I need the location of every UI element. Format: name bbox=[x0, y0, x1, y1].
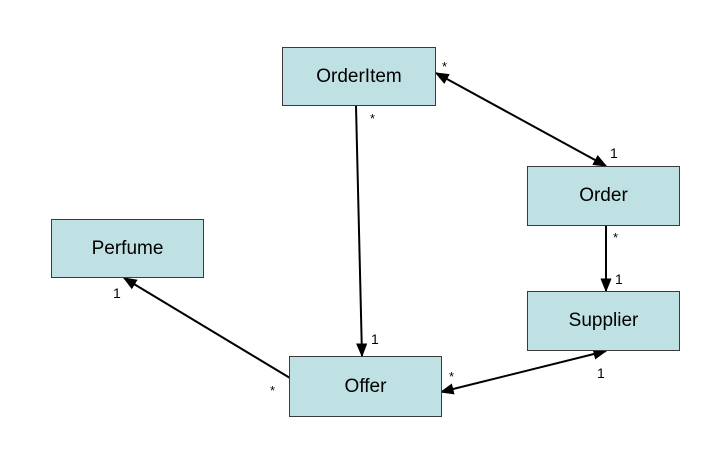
mult-order-supplier-star: * bbox=[613, 230, 619, 245]
line-orderitem-offer bbox=[355, 105, 368, 358]
mult-orderitem-offer-one: 1 bbox=[371, 331, 379, 347]
class-box-orderitem: OrderItem bbox=[282, 47, 436, 106]
mult-offer-supplier-one: 1 bbox=[597, 365, 605, 381]
mult-orderitem-order-star: * bbox=[442, 59, 448, 74]
mult-order-supplier-one: 1 bbox=[615, 271, 623, 287]
mult-offer-perfume-star: * bbox=[270, 383, 276, 398]
class-box-supplier: Supplier bbox=[527, 291, 680, 351]
line-offer-perfume bbox=[122, 277, 291, 379]
class-box-order: Order bbox=[527, 166, 680, 226]
line-offer-supplier bbox=[439, 348, 608, 395]
class-box-perfume: Perfume bbox=[51, 219, 204, 278]
line-orderitem-order bbox=[434, 72, 608, 167]
mult-offer-perfume-one: 1 bbox=[113, 285, 121, 301]
mult-offer-supplier-star: * bbox=[449, 369, 455, 384]
mult-orderitem-offer-star: * bbox=[370, 111, 376, 126]
mult-orderitem-order-one: 1 bbox=[610, 145, 618, 161]
class-box-offer: Offer bbox=[289, 356, 442, 417]
